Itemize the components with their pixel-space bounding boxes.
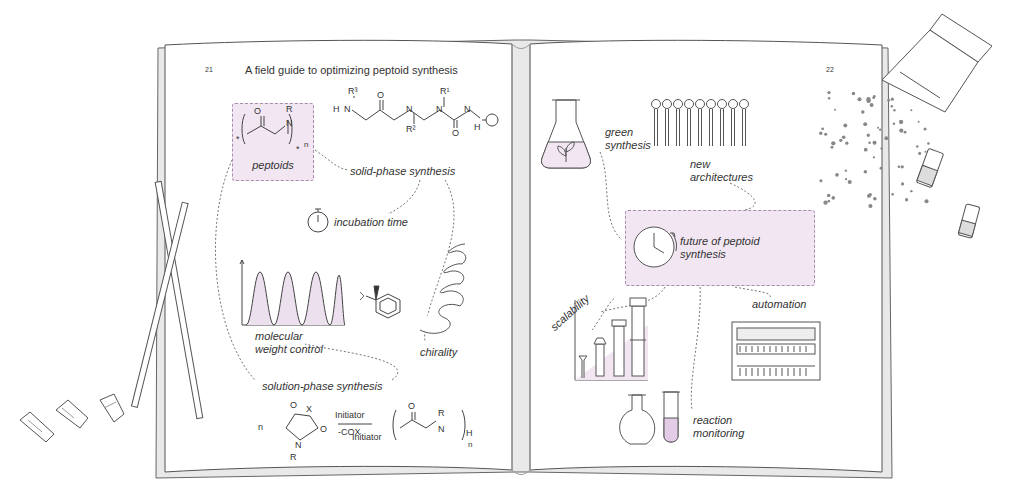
atom-label: R: [438, 408, 445, 418]
topic-label: green synthesis: [605, 126, 660, 151]
atom-label: H: [474, 122, 481, 132]
atom-label: H: [466, 428, 473, 438]
pill-bottle: [819, 14, 992, 238]
topic-box: peptoids: [232, 103, 314, 181]
topic-label: solution-phase synthesis: [262, 380, 382, 393]
topic-label: chirality: [420, 346, 457, 359]
atom-label: N: [286, 118, 293, 128]
atom-label: R²: [406, 124, 416, 134]
atom-label: X: [306, 404, 312, 414]
atom-label: H: [333, 104, 340, 114]
open-book: [156, 40, 892, 478]
topic-label: peptoids: [237, 159, 309, 172]
helix-icon: [420, 244, 466, 333]
page-number: 21: [205, 66, 213, 74]
atom-label: n: [468, 440, 472, 449]
atom-label: N: [295, 440, 302, 450]
scalability-chart: [575, 298, 648, 380]
stopwatch-icon: [308, 209, 328, 232]
atom-label: n: [258, 422, 263, 432]
peptoid-structure: [233, 104, 293, 164]
atom-label: R: [290, 452, 297, 462]
topic-label: reaction monitoring: [693, 414, 758, 439]
green-synthesis-flask: [541, 100, 590, 168]
atom-label: R¹: [440, 86, 450, 96]
page-title: A field guide to optimizing peptoid synt…: [245, 64, 458, 77]
atom-label: Initiator: [335, 410, 365, 420]
atom-label: R: [286, 104, 293, 114]
atom-label: N: [464, 104, 471, 114]
atom-label: *: [296, 144, 300, 154]
atom-label: n: [304, 140, 308, 149]
clock-icon: [626, 211, 686, 271]
atom-label: R³: [348, 86, 358, 96]
molecular-weight-chromatogram: [240, 260, 345, 325]
topic-box: future of peptoid synthesis: [625, 210, 815, 286]
atom-label: Initiator: [352, 432, 382, 442]
atom-label: O: [254, 106, 261, 116]
atom-label: O: [408, 401, 415, 411]
atom-label: O: [290, 400, 297, 410]
page-number: 22: [826, 66, 834, 74]
topic-label: incubation time: [334, 216, 408, 229]
topic-label: automation: [752, 298, 806, 311]
atom-label: N: [436, 104, 443, 114]
atom-label: N: [438, 424, 445, 434]
topic-label: molecular weight control: [255, 330, 335, 355]
atom-label: O: [452, 128, 459, 138]
chiral-center: [360, 286, 400, 318]
atom-label: N: [344, 104, 351, 114]
new-architectures-array: [652, 100, 749, 147]
topic-label: future of peptoid synthesis: [680, 235, 806, 261]
topic-label: solid-phase synthesis: [350, 165, 455, 178]
reaction-monitoring-glassware: [620, 392, 680, 444]
atom-label: *: [236, 134, 240, 144]
atom-label: N: [406, 104, 413, 114]
lab-tubes: [20, 181, 203, 442]
topic-label: new architectures: [690, 158, 760, 183]
atom-label: O: [377, 90, 384, 100]
automation-synthesizer: [732, 322, 820, 380]
atom-label: O: [320, 424, 327, 434]
